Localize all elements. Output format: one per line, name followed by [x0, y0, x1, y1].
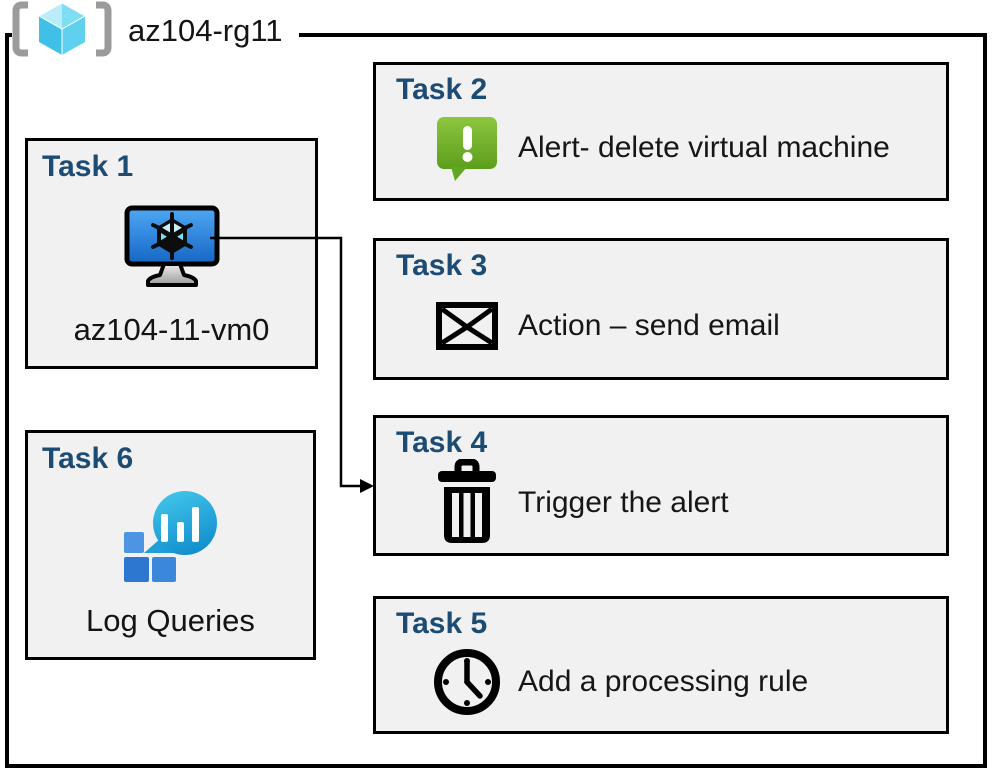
task1-box: Task 1 az104	[25, 138, 318, 369]
task6-title: Task 6	[42, 442, 134, 475]
clock-icon	[416, 646, 518, 718]
task1-vm-name: az104-11-vm0	[73, 312, 270, 347]
resource-group-icon	[12, 1, 112, 62]
task3-box: Task 3 Action – send email	[373, 238, 949, 380]
task1-title: Task 1	[42, 150, 134, 183]
resource-group-label: az104-rg11	[12, 1, 299, 62]
task6-label: Log Queries	[86, 603, 255, 638]
task3-label: Action – send email	[518, 308, 780, 342]
alert-icon	[416, 114, 518, 182]
log-queries-icon	[28, 475, 313, 603]
task6-box: Task 6 Log Queries	[25, 430, 316, 660]
trash-icon	[416, 459, 518, 547]
task5-label: Add a processing rule	[518, 664, 809, 698]
task5-title: Task 5	[396, 607, 488, 640]
virtual-machine-icon	[28, 183, 315, 312]
resource-group-name: az104-rg11	[128, 13, 283, 48]
email-icon	[416, 301, 518, 351]
task2-box: Task 2 Alert- delete virtual machine	[373, 62, 949, 201]
task3-title: Task 3	[396, 249, 488, 282]
task4-title: Task 4	[396, 426, 488, 459]
task2-label: Alert- delete virtual machine	[518, 131, 890, 164]
task2-title: Task 2	[396, 73, 488, 106]
task4-label: Trigger the alert	[518, 486, 729, 519]
task4-box: Task 4 Trigger the alert	[373, 415, 949, 556]
task5-box: Task 5 Add a processing rule	[373, 596, 949, 734]
